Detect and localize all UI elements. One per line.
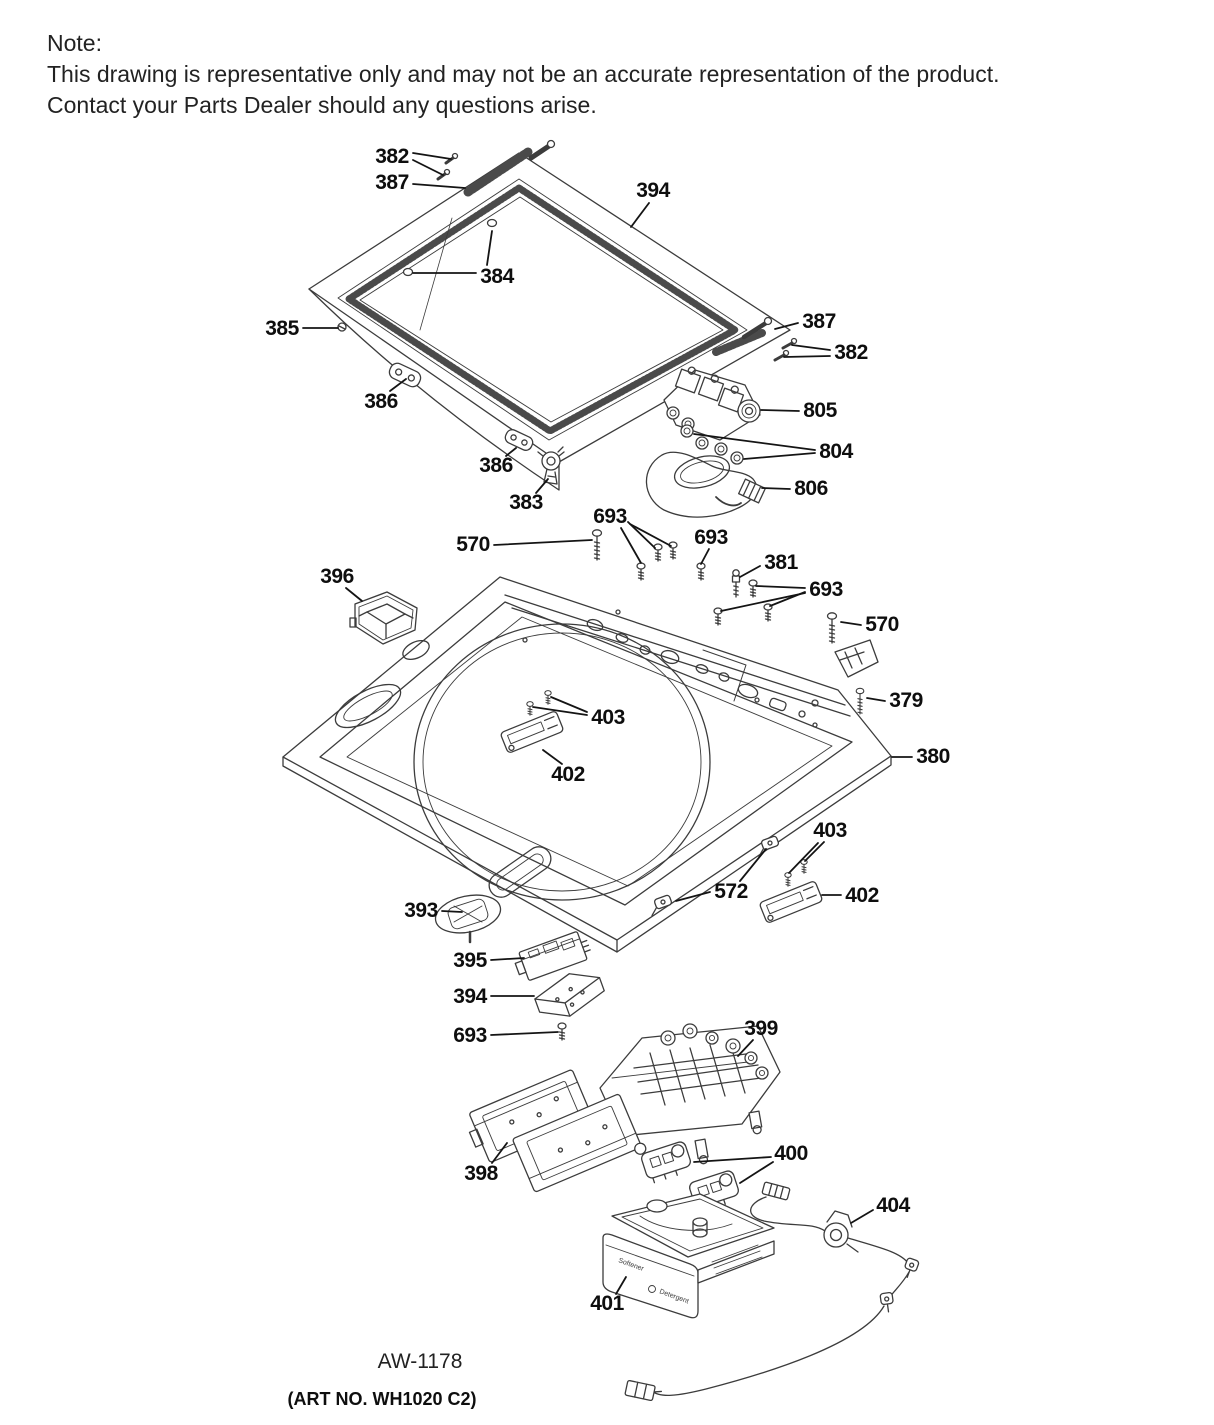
drawer-401-drawing: Softener Detergent [602, 1193, 775, 1319]
stud-381 [731, 569, 741, 598]
screw-570-right [826, 612, 838, 644]
cover-394-drawing [534, 973, 605, 1017]
screw-693-bottom [557, 1022, 567, 1041]
note-line-2: Contact your Parts Dealer should any que… [47, 92, 597, 118]
leader-lines [302, 152, 913, 1295]
plug-384-b [486, 218, 498, 228]
module-395-drawing [514, 931, 591, 981]
note-heading: Note: [47, 30, 102, 56]
lid-lock-402-b [759, 881, 823, 923]
bracket-386-b [504, 429, 534, 451]
water-valve-805-drawing [663, 366, 761, 441]
cover-806-drawing [645, 451, 767, 518]
lid-lock-402-a [500, 711, 564, 753]
note-line-1: This drawing is representative only and … [47, 61, 1000, 87]
bracket-386-a [388, 362, 422, 388]
art-number: (ART NO. WH1020 C2) [287, 1389, 477, 1409]
console-399-drawing [599, 1023, 781, 1165]
note: Note: This drawing is representative onl… [47, 28, 1000, 121]
clip-572-b [651, 894, 673, 917]
top-panel-drawing [282, 576, 892, 953]
lid-hardware-drawing [337, 139, 798, 485]
fasteners-drawing [526, 529, 865, 1041]
caps-804-drawing [680, 424, 744, 465]
drawing-code: AW-1178 [377, 1350, 463, 1373]
clip-572-a [758, 835, 780, 858]
lid-assembly-drawing [308, 152, 791, 491]
latch-383 [537, 446, 565, 485]
plug-384-a [402, 267, 414, 277]
clips-400-drawing [641, 1141, 739, 1213]
screw-570-left [591, 529, 603, 561]
screws-382-right [773, 337, 798, 362]
harness-404-drawing [624, 1181, 920, 1402]
screw-379 [855, 687, 865, 715]
cap-393-drawing [434, 894, 502, 944]
hinge-strip-387-left [463, 139, 556, 197]
cup-396-drawing [349, 591, 418, 645]
frame-398-drawing [468, 1069, 647, 1193]
hinge-strip-387-right [712, 316, 773, 356]
